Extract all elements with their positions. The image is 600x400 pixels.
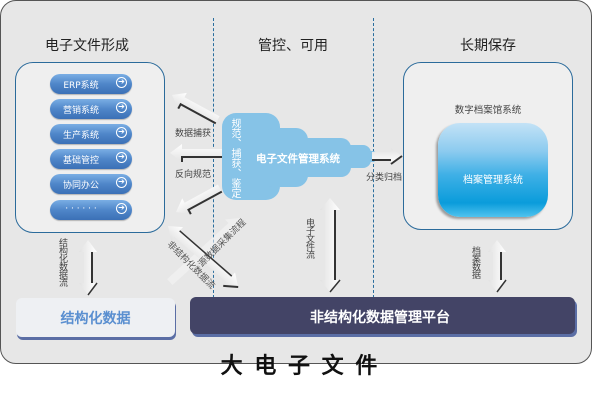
unstructured-data-platform-bar[interactable]: 非结构化数据管理平台 [190,297,575,334]
arrow-unstructured-flow [168,226,239,289]
section-title-control: 管控、可用 [258,38,328,54]
archive-system-label: 档案管理系统 [463,175,523,186]
label-data-capture: 数据捕获 [175,129,212,139]
label-archive-data: 档案数据 [470,246,480,278]
diagram-title: 大 电 子 文 件 [220,354,380,379]
erms-cloud-shape [222,113,376,200]
arrow-system-output [176,184,223,215]
system-label: 协同办公 [62,181,99,191]
arrow-circle-right-icon: ➔ [116,152,127,163]
arrow-efile-flow [320,198,341,293]
archive-management-system-button[interactable]: 档案管理系统 [438,123,548,217]
arrow-circle-right-icon: ➔ [116,127,127,138]
digital-archive-label: 数字档案馆系统 [454,105,522,116]
arrow-reverse-norm [170,144,222,162]
label-classify-archive: 分类归档 [366,173,403,183]
erms-functions-label: 规范、捕获、鉴定 [229,118,240,198]
erms-title[interactable]: 电子文件管理系统 [256,153,340,165]
system-button-production[interactable]: 生产系统 ➔ [50,124,132,144]
system-label: 生产系统 [62,131,99,141]
structured-data-box[interactable]: 结构化数据 [16,298,175,337]
system-label: 基础管控 [62,156,99,166]
structured-data-label: 结构化数据 [60,311,131,327]
label-efile-flow: 电子文件流 [304,218,314,258]
arrow-circle-right-icon: ➔ [116,203,127,214]
platform-label: 非结构化数据管理平台 [310,310,450,326]
section-title-formation: 电子文件形成 [45,38,129,54]
section-title-preservation: 长期保存 [460,38,516,54]
system-label: 营销系统 [62,106,99,116]
system-label: ERP系统 [63,81,99,91]
label-reverse-norm: 反向规范 [175,170,212,180]
system-button-more[interactable]: · · · · · · ➔ [50,200,132,220]
system-button-office[interactable]: 协同办公 ➔ [50,174,132,194]
system-label: · · · · · · [65,204,97,214]
system-button-base-control[interactable]: 基础管控 ➔ [50,149,132,169]
arrow-circle-right-icon: ➔ [116,102,127,113]
arrow-circle-right-icon: ➔ [116,77,127,88]
arrow-data-capture [172,92,220,125]
arrow-circle-right-icon: ➔ [116,177,127,188]
arrow-structured-flow [79,240,98,296]
system-button-erp[interactable]: ERP系统 ➔ [50,74,132,94]
arrow-classify-archive [372,148,403,165]
arrow-archive-data [488,240,507,293]
system-button-marketing[interactable]: 营销系统 ➔ [50,99,132,119]
label-structured-flow: 结构化数据流 [57,238,67,286]
